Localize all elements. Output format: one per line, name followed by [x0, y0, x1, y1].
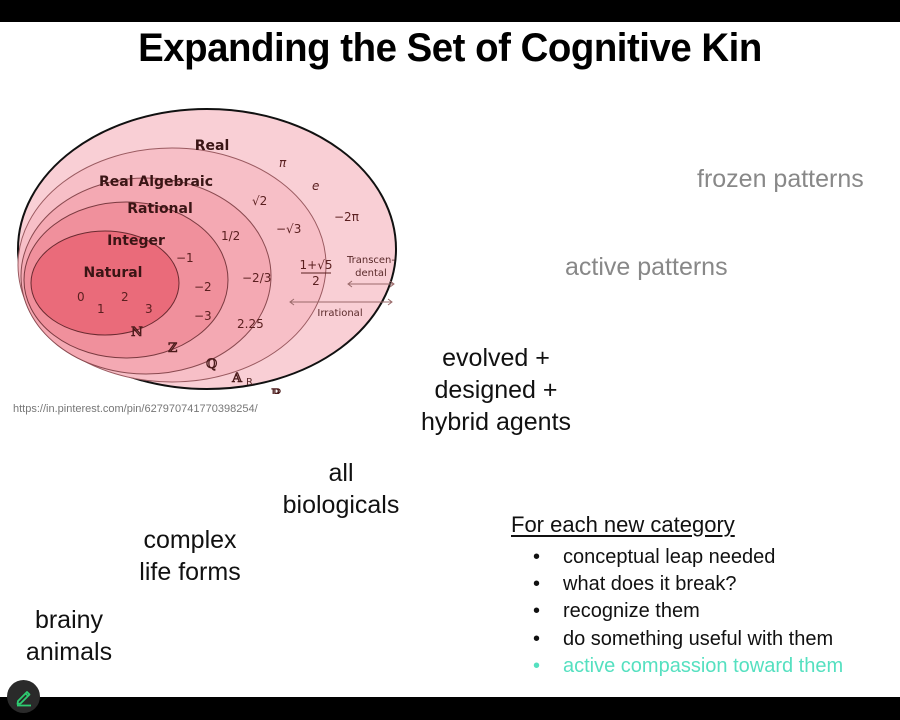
- algebraic-symbol: 𝔸: [231, 371, 243, 386]
- frozen-patterns-label: frozen patterns: [697, 165, 864, 193]
- kin-line: hybrid agents: [420, 408, 572, 436]
- rational-member: 1/2: [221, 229, 240, 243]
- kin-line: brainy: [34, 606, 104, 634]
- algebraic-member: 2: [312, 274, 320, 288]
- checklist-item-text: active compassion toward them: [563, 654, 844, 677]
- kin-level-evolved-designed-hybrid: evolved + designed + hybrid agents: [408, 342, 584, 438]
- rational-member: 2.25: [237, 317, 264, 331]
- rational-member: −2/3: [242, 271, 271, 285]
- bullet-icon: •: [533, 600, 541, 623]
- natural-member: 0: [77, 290, 85, 304]
- natural-member: 2: [121, 290, 129, 304]
- integer-member: −1: [176, 251, 194, 265]
- irrational-arrowheads: [289, 298, 393, 306]
- kin-level-complex-life-forms: complex life forms: [128, 524, 252, 588]
- bullet-icon: •: [533, 654, 541, 677]
- source-url: https://in.pinterest.com/pin/62797074177…: [13, 403, 258, 415]
- irrational-label: Irrational: [317, 308, 362, 319]
- transcendental-arrowheads: [347, 280, 395, 288]
- set-natural-ellipse: [30, 230, 180, 336]
- algebraic-member: √2: [252, 194, 267, 208]
- checklist-heading: For each new category: [511, 512, 735, 537]
- rational-symbol: ℚ: [206, 357, 217, 372]
- real-member: −2π: [334, 210, 359, 224]
- checklist-item: • do something useful with them: [533, 626, 843, 653]
- checklist-item-text: conceptual leap needed: [563, 546, 776, 568]
- kin-line: biologicals: [282, 491, 400, 519]
- real-symbol: ℝ: [271, 387, 283, 394]
- natural-member: 3: [145, 302, 153, 316]
- checklist-item: • recognize them: [533, 598, 843, 625]
- kin-line: complex: [143, 526, 237, 554]
- natural-symbol: ℕ: [131, 325, 143, 340]
- label-natural: Natural: [84, 265, 143, 281]
- algebraic-symbol-subscript: R: [246, 377, 253, 388]
- algebraic-member: −√3: [276, 222, 301, 236]
- checklist-item: • conceptual leap needed: [533, 544, 843, 571]
- label-integer: Integer: [107, 233, 165, 249]
- active-patterns-label: active patterns: [565, 253, 728, 281]
- real-member: e: [312, 179, 319, 193]
- kin-line: animals: [25, 638, 113, 666]
- number-sets-diagram: Real Real Algebraic Rational Integer Nat…: [14, 104, 404, 402]
- checklist-item-text: what does it break?: [563, 573, 737, 596]
- kin-level-brainy-animals: brainy animals: [15, 604, 123, 668]
- checklist: • conceptual leap needed • what does it br…: [533, 544, 843, 680]
- annotate-pen-button[interactable]: [7, 680, 40, 713]
- bullet-icon: •: [533, 627, 541, 650]
- checklist-item: • what does it break?: [533, 571, 843, 598]
- integer-member: −2: [194, 280, 212, 294]
- real-member: π: [279, 156, 287, 170]
- checklist-item-text: do something useful with them: [563, 627, 834, 650]
- algebraic-member: 1+√5: [300, 258, 333, 272]
- kin-level-all-biologicals: all biologicals: [270, 457, 412, 521]
- label-real-algebraic: Real Algebraic: [99, 174, 213, 190]
- presentation-slide: Expanding the Set of Cognitive Kin Real …: [0, 22, 900, 697]
- label-real: Real: [195, 138, 230, 154]
- integer-member: −3: [194, 309, 212, 323]
- bottom-letterbox-bar: [0, 697, 900, 720]
- checklist-item-highlighted: • active compassion toward them: [533, 653, 843, 680]
- checklist-item-text: recognize them: [563, 600, 700, 623]
- kin-line: designed +: [434, 376, 558, 404]
- transcendental-label: dental: [355, 268, 387, 279]
- kin-line: evolved +: [442, 344, 550, 372]
- bullet-icon: •: [533, 573, 541, 596]
- natural-member: 1: [97, 302, 105, 316]
- kin-line: life forms: [139, 558, 241, 586]
- label-rational: Rational: [127, 201, 193, 217]
- bullet-icon: •: [533, 546, 541, 568]
- integer-symbol: ℤ: [168, 341, 178, 356]
- pencil-icon: [16, 690, 31, 706]
- kin-line: all: [328, 459, 354, 487]
- transcendental-label: Transcen-: [346, 255, 395, 266]
- top-letterbox-bar: [0, 0, 900, 22]
- slide-title: Expanding the Set of Cognitive Kin: [138, 26, 762, 70]
